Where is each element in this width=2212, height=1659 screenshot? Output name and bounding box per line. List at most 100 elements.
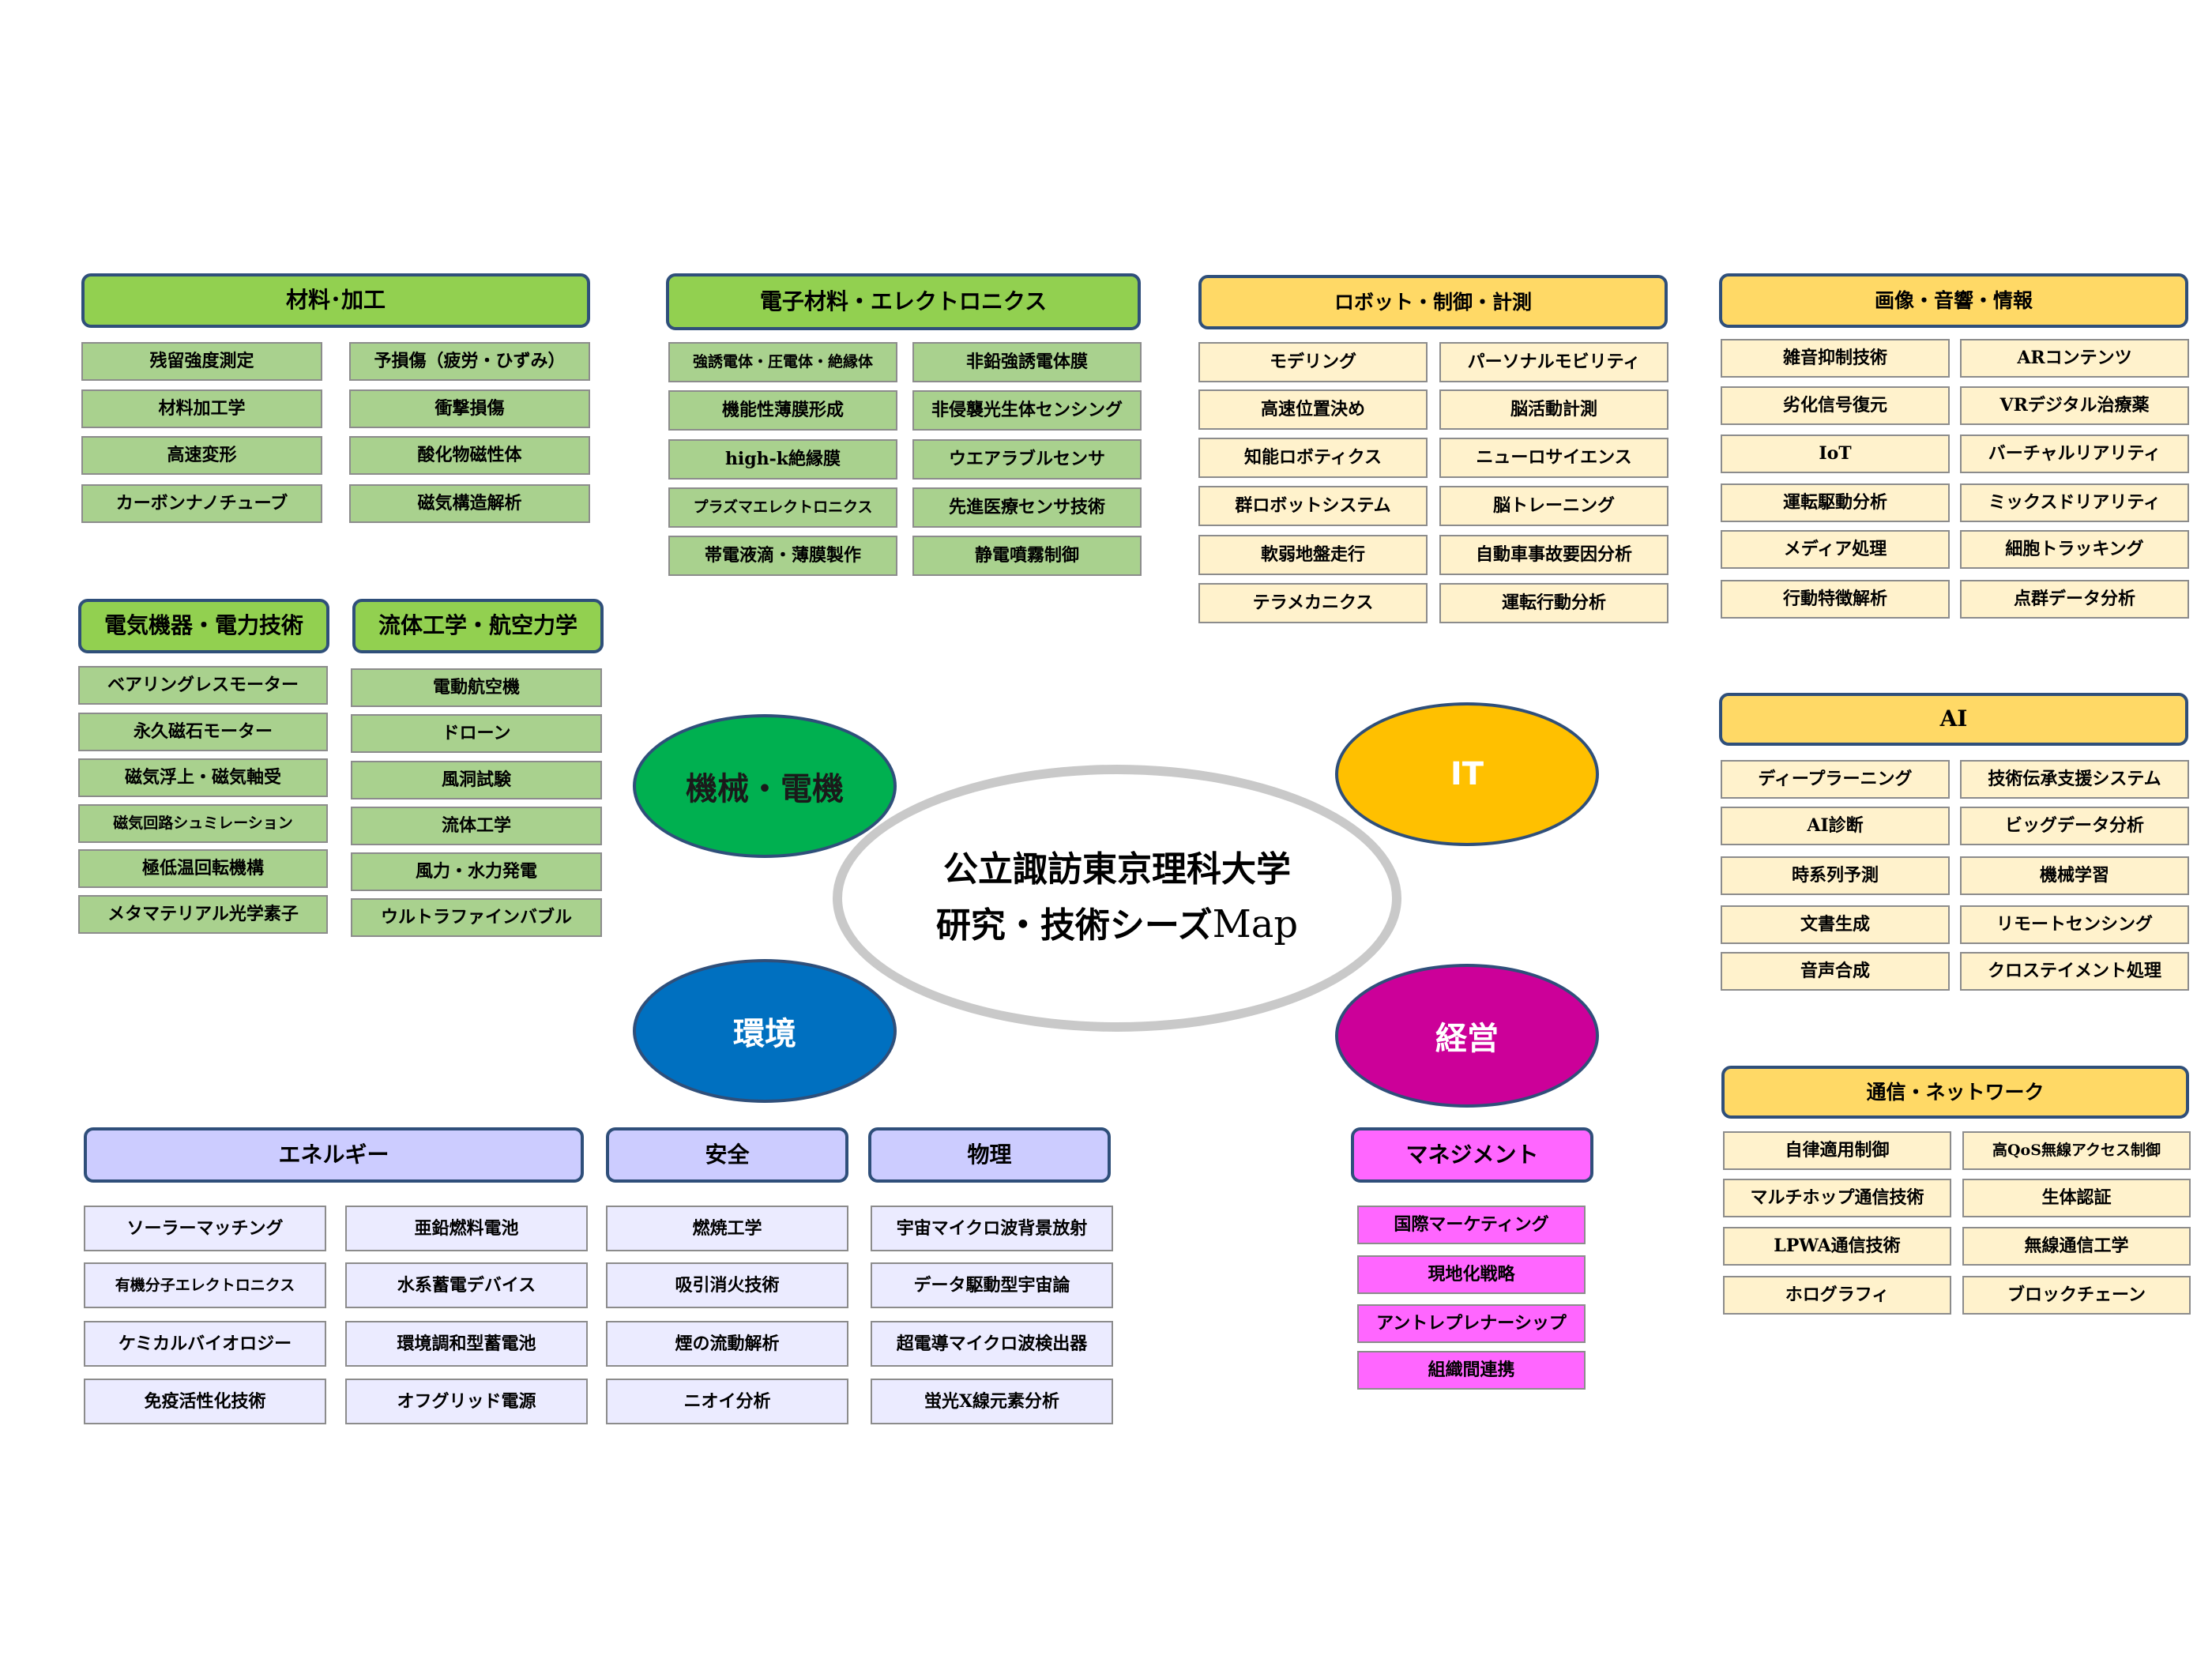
center-title-ellipse: 公立諏訪東京理科大学 研究・技術シーズMap <box>833 765 1401 1032</box>
materials-item: 残留強度測定 <box>81 342 322 381</box>
network-item: 高QoS無線アクセス制御 <box>1962 1131 2191 1170</box>
safety-item: 吸引消火技術 <box>606 1262 848 1308</box>
electric-item: 永久磁石モーター <box>78 713 328 751</box>
robot-item: 運転行動分析 <box>1439 583 1668 623</box>
materials-header: 材料･加工 <box>81 273 590 328</box>
fluid-item: ウルトラファインバブル <box>351 898 602 937</box>
fluid-item: 風力・水力発電 <box>351 852 602 891</box>
network-item: ホログラフィ <box>1723 1276 1951 1315</box>
electronics-item: プラズマエレクトロニクス <box>668 487 897 528</box>
network-item: 自律適用制御 <box>1723 1131 1951 1170</box>
image-item: ARコンテンツ <box>1960 339 2189 378</box>
network-item: LPWA通信技術 <box>1723 1227 1951 1266</box>
image-item: 点群データ分析 <box>1960 580 2189 619</box>
materials-item: 衝撃損傷 <box>349 389 590 428</box>
management-item: アントレプレナーシップ <box>1357 1304 1586 1343</box>
network-item: ブロックチェーン <box>1962 1276 2191 1315</box>
physics-item: 蛍光X線元素分析 <box>871 1379 1113 1424</box>
energy-item: 免疫活性化技術 <box>84 1379 326 1424</box>
fluid-item: 流体工学 <box>351 807 602 845</box>
management-item: 国際マーケティング <box>1357 1206 1586 1244</box>
network-item: 生体認証 <box>1962 1179 2191 1217</box>
energy-item: 有機分子エレクトロニクス <box>84 1262 326 1308</box>
ai-item: 時系列予測 <box>1721 856 1950 895</box>
management-item: 組織間連携 <box>1357 1351 1586 1390</box>
robot-item: 軟弱地盤走行 <box>1198 535 1428 575</box>
ai-header: AI <box>1719 693 2188 746</box>
ai-item: 文書生成 <box>1721 905 1950 944</box>
image-item: バーチャルリアリティ <box>1960 434 2189 473</box>
ai-item: 音声合成 <box>1721 952 1950 991</box>
management-header: マネジメント <box>1351 1127 1593 1183</box>
ai-item: ビッグデータ分析 <box>1960 807 2189 845</box>
materials-item: カーボンナノチューブ <box>81 484 322 523</box>
machine-category-ellipse: 機械・電機 <box>633 714 897 858</box>
environment-category-ellipse: 環境 <box>633 959 897 1103</box>
image-header: 画像・音響・情報 <box>1719 273 2188 328</box>
ai-item: ディープラーニング <box>1721 760 1950 799</box>
fluid-item: 電動航空機 <box>351 668 602 707</box>
fluid-item: ドローン <box>351 714 602 753</box>
electronics-item: 先進医療センサ技術 <box>912 487 1142 528</box>
safety-header: 安全 <box>606 1127 848 1183</box>
robot-item: テラメカニクス <box>1198 583 1428 623</box>
image-item: メディア処理 <box>1721 530 1950 569</box>
robot-item: ニューロサイエンス <box>1439 438 1668 478</box>
physics-item: 超電導マイクロ波検出器 <box>871 1321 1113 1367</box>
image-item: 行動特徴解析 <box>1721 580 1950 619</box>
energy-item: ケミカルバイオロジー <box>84 1321 326 1367</box>
robot-item: 高速位置決め <box>1198 389 1428 430</box>
energy-item: オフグリッド電源 <box>345 1379 588 1424</box>
physics-item: 宇宙マイクロ波背景放射 <box>871 1206 1113 1251</box>
energy-item: 水系蓄電デバイス <box>345 1262 588 1308</box>
electronics-item: ウエアラブルセンサ <box>912 439 1142 480</box>
electronics-item: high-k絶縁膜 <box>668 439 897 480</box>
robot-item: 自動車事故要因分析 <box>1439 535 1668 575</box>
ai-item: リモートセンシング <box>1960 905 2189 944</box>
management-item: 現地化戦略 <box>1357 1255 1586 1294</box>
image-item: 運転駆動分析 <box>1721 483 1950 522</box>
it-category-ellipse: IT <box>1335 702 1599 846</box>
materials-item: 磁気構造解析 <box>349 484 590 523</box>
network-header: 通信・ネットワーク <box>1721 1066 2189 1119</box>
energy-item: 環境調和型蓄電池 <box>345 1321 588 1367</box>
center-title-line2: 研究・技術シーズMap <box>936 896 1298 953</box>
materials-item: 酸化物磁性体 <box>349 436 590 475</box>
management-category-ellipse: 経営 <box>1335 964 1599 1108</box>
robot-item: 知能ロボティクス <box>1198 438 1428 478</box>
image-item: 雑音抑制技術 <box>1721 339 1950 378</box>
materials-item: 材料加工学 <box>81 389 322 428</box>
ai-item: 技術伝承支援システム <box>1960 760 2189 799</box>
network-item: マルチホップ通信技術 <box>1723 1179 1951 1217</box>
electronics-item: 機能性薄膜形成 <box>668 390 897 431</box>
safety-item: 燃焼工学 <box>606 1206 848 1251</box>
materials-item: 予損傷（疲労・ひずみ） <box>349 342 590 381</box>
electric-header: 電気機器・電力技術 <box>78 599 329 653</box>
ai-item: 機械学習 <box>1960 856 2189 895</box>
electronics-item: 非侵襲光生体センシング <box>912 390 1142 431</box>
materials-item: 高速変形 <box>81 436 322 475</box>
robot-item: パーソナルモビリティ <box>1439 342 1668 382</box>
image-item: ミックスドリアリティ <box>1960 483 2189 522</box>
fluid-item: 風洞試験 <box>351 761 602 799</box>
electric-item: 磁気回路シュミレーション <box>78 804 328 843</box>
electronics-item: 帯電液滴・薄膜製作 <box>668 536 897 576</box>
center-title-line1: 公立諏訪東京理科大学 <box>943 849 1291 890</box>
electronics-header: 電子材料・エレクトロニクス <box>666 273 1141 330</box>
image-item: VRデジタル治療薬 <box>1960 386 2189 425</box>
image-item: 劣化信号復元 <box>1721 386 1950 425</box>
center-title-map: Map <box>1212 902 1299 946</box>
physics-header: 物理 <box>868 1127 1111 1183</box>
image-item: IoT <box>1721 434 1950 473</box>
safety-item: 煙の流動解析 <box>606 1321 848 1367</box>
ai-item: クロステイメント処理 <box>1960 952 2189 991</box>
fluid-header: 流体工学・航空力学 <box>352 599 604 653</box>
electric-item: メタマテリアル光学素子 <box>78 895 328 934</box>
robot-item: 脳トレーニング <box>1439 486 1668 526</box>
robot-item: 脳活動計測 <box>1439 389 1668 430</box>
image-item: 細胞トラッキング <box>1960 530 2189 569</box>
ai-item: AI診断 <box>1721 807 1950 845</box>
network-item: 無線通信工学 <box>1962 1227 2191 1266</box>
energy-item: 亜鉛燃料電池 <box>345 1206 588 1251</box>
energy-header: エネルギー <box>84 1127 584 1183</box>
